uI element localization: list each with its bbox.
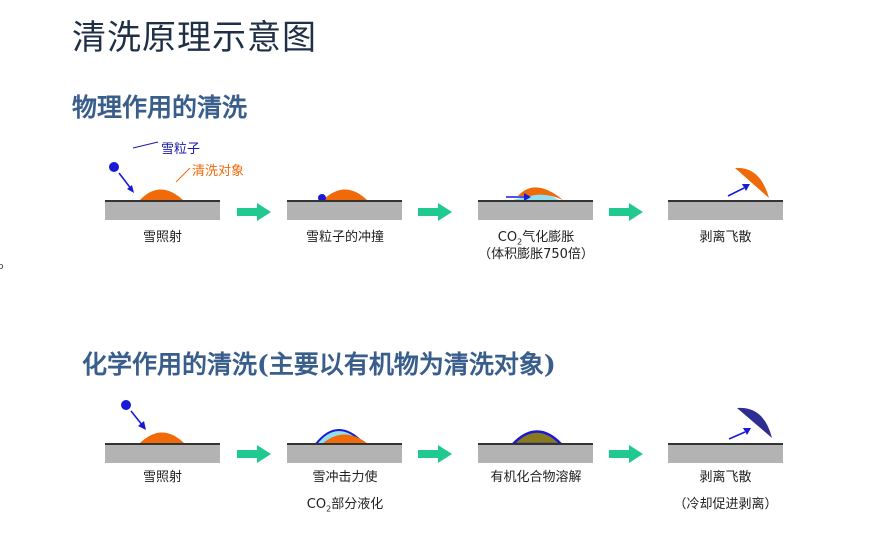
physical-step-3-caption: CO2气化膨胀 xyxy=(497,230,575,247)
target-leader-line xyxy=(175,167,191,183)
chemical-step-4-caption-2: （冷却促进剥离） xyxy=(673,497,778,512)
substrate-slab xyxy=(287,200,402,220)
flyoff-arrowhead-icon xyxy=(743,428,751,435)
contaminant-flake xyxy=(737,407,772,438)
chemical-step-2-caption-2: CO2部分液化 xyxy=(306,497,384,514)
chemical-step-3-caption: 有机化合物溶解 xyxy=(490,470,582,485)
substrate-slab xyxy=(668,200,783,220)
physical-step-1-caption: 雪照射 xyxy=(142,230,182,245)
section-chemical-heading: 化学作用的清洗(主要以有机物为清洗对象) xyxy=(82,350,556,379)
physical-step-3-caption-2: （体积膨胀750倍） xyxy=(478,247,594,262)
green-arrow-icon xyxy=(609,445,643,463)
green-arrow-icon xyxy=(609,203,643,221)
green-arrow-icon xyxy=(237,445,271,463)
particle-arrowhead-icon xyxy=(127,185,134,193)
expansion-arrowhead-icon xyxy=(524,193,531,201)
substrate-slab xyxy=(478,200,593,220)
substrate-slab xyxy=(287,443,402,463)
physical-step-2-caption: 雪粒子的冲撞 xyxy=(305,230,384,245)
green-arrow-icon xyxy=(418,203,452,221)
contaminant-blob xyxy=(322,434,368,444)
green-arrow-icon xyxy=(237,203,271,221)
substrate-slab xyxy=(105,200,220,220)
contaminant-blob-lifting xyxy=(518,187,563,200)
particle-leader-line xyxy=(132,141,159,149)
contaminant-blob xyxy=(139,432,185,444)
substrate-slab xyxy=(105,443,220,463)
chemical-step-4-caption: 剥离飞散 xyxy=(699,470,752,485)
co2-gas-layer xyxy=(509,193,560,201)
flyoff-arrowhead-icon xyxy=(742,184,750,191)
substrate-slab xyxy=(668,443,783,463)
target-label: 清洗对象 xyxy=(192,164,245,179)
flyoff-arrow xyxy=(728,431,746,440)
stray-mark: o xyxy=(0,262,4,272)
particle-label: 雪粒子 xyxy=(161,142,201,157)
page-title: 清洗原理示意图 xyxy=(72,18,317,58)
green-arrow-icon xyxy=(418,445,452,463)
snow-particle-icon xyxy=(109,162,119,172)
flyoff-arrow xyxy=(727,187,745,197)
contaminant-blob xyxy=(322,189,368,201)
contaminant-flake xyxy=(735,167,769,198)
contaminant-blob xyxy=(139,189,184,201)
snow-particle-icon xyxy=(121,400,131,410)
section-physical-heading: 物理作用的清洗 xyxy=(72,93,248,122)
chemical-step-2-caption: 雪冲击力使 xyxy=(312,470,378,485)
chemical-step-1-caption: 雪照射 xyxy=(142,470,182,485)
physical-step-4-caption: 剥离飞散 xyxy=(699,230,752,245)
substrate-slab xyxy=(478,443,593,463)
particle-arrowhead-icon xyxy=(138,421,146,430)
